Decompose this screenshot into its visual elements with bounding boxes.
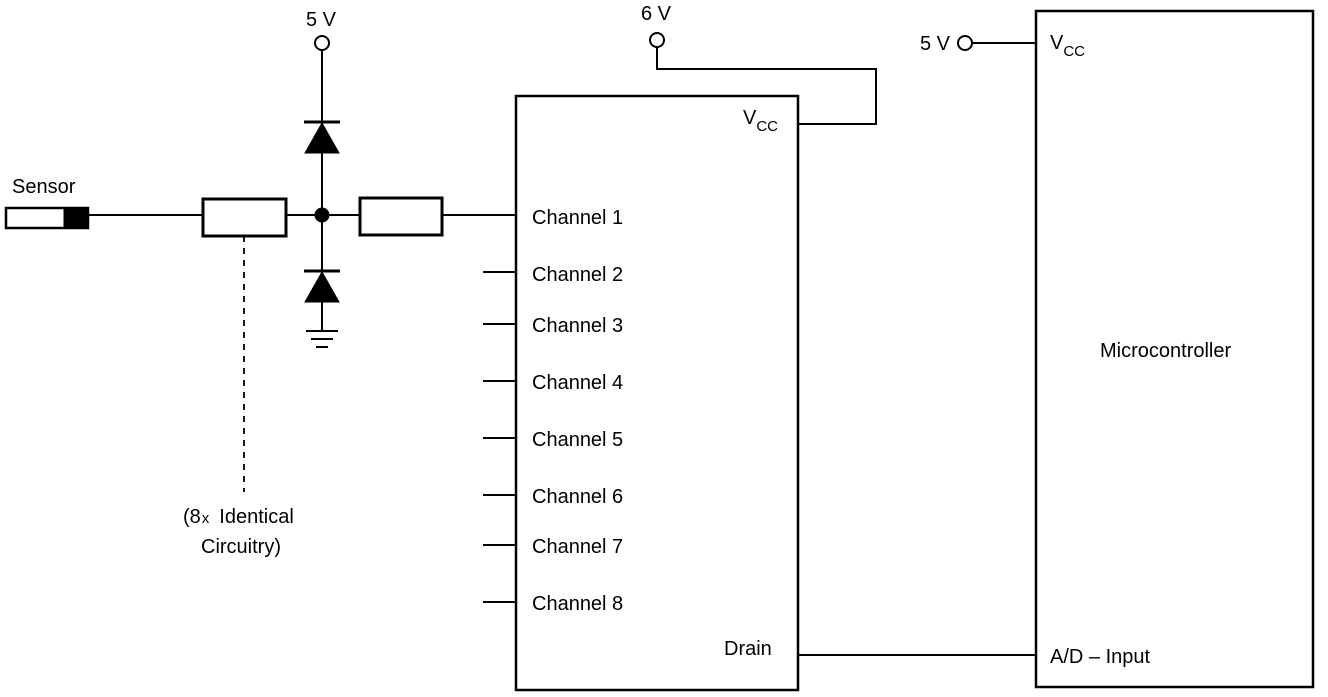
ad-input-label: A/D – Input xyxy=(1050,646,1151,668)
lower-diode-triangle xyxy=(304,270,340,303)
channel-label-2: Channel 2 xyxy=(532,264,623,286)
lower-clamp-diode xyxy=(304,269,340,303)
supply-5v-label-mcu: 5 V xyxy=(920,33,951,55)
channel-label-5: Channel 5 xyxy=(532,429,623,451)
identical-circuitry-label-line1: (8x Identical xyxy=(183,506,294,528)
channel-label-7: Channel 7 xyxy=(532,536,623,558)
sensor-tip xyxy=(63,207,89,229)
upper-diode-triangle xyxy=(304,121,340,154)
ground-icon xyxy=(306,330,338,348)
multiplexer-ic xyxy=(514,94,800,692)
microcontroller-box xyxy=(1034,9,1315,689)
wire-6v-to-mux-vcc xyxy=(656,47,877,125)
channel-label-6: Channel 6 xyxy=(532,486,623,508)
sensor-label: Sensor xyxy=(12,176,76,198)
mux-vcc-main: V xyxy=(743,107,757,129)
identical-count-open: (8 xyxy=(183,506,201,528)
upper-clamp-diode xyxy=(304,120,340,154)
supply-5v-terminal-mcu xyxy=(957,35,973,51)
identical-word: Identical xyxy=(219,506,294,528)
supply-6v-terminal xyxy=(649,32,665,48)
channel-labels: Channel 1 Channel 2 Channel 3 Channel 4 … xyxy=(532,207,623,615)
microcontroller-label: Microcontroller xyxy=(1100,340,1231,362)
drain-label: Drain xyxy=(724,638,772,660)
mcu-vcc-sub: CC xyxy=(1063,43,1085,60)
channel-label-1: Channel 1 xyxy=(532,207,623,229)
mcu-vcc-label: VCC xyxy=(1050,32,1085,60)
sensor-component xyxy=(4,206,90,230)
series-resistor xyxy=(358,196,444,237)
channel-label-8: Channel 8 xyxy=(532,593,623,615)
supply-6v-label: 6 V xyxy=(641,3,672,25)
input-resistor xyxy=(201,197,288,238)
mux-vcc-sub: CC xyxy=(756,118,778,135)
supply-5v-terminal-clamp xyxy=(314,35,330,51)
supply-5v-label-clamp: 5 V xyxy=(306,9,337,31)
mux-vcc-label: VCC xyxy=(743,107,778,135)
identical-count-x: x xyxy=(202,510,210,527)
identical-circuitry-label-line2: Circuitry) xyxy=(201,536,281,558)
mcu-vcc-main: V xyxy=(1050,32,1064,54)
channel-label-4: Channel 4 xyxy=(532,372,623,394)
channel-label-3: Channel 3 xyxy=(532,315,623,337)
channel-pin-stubs xyxy=(483,271,516,603)
